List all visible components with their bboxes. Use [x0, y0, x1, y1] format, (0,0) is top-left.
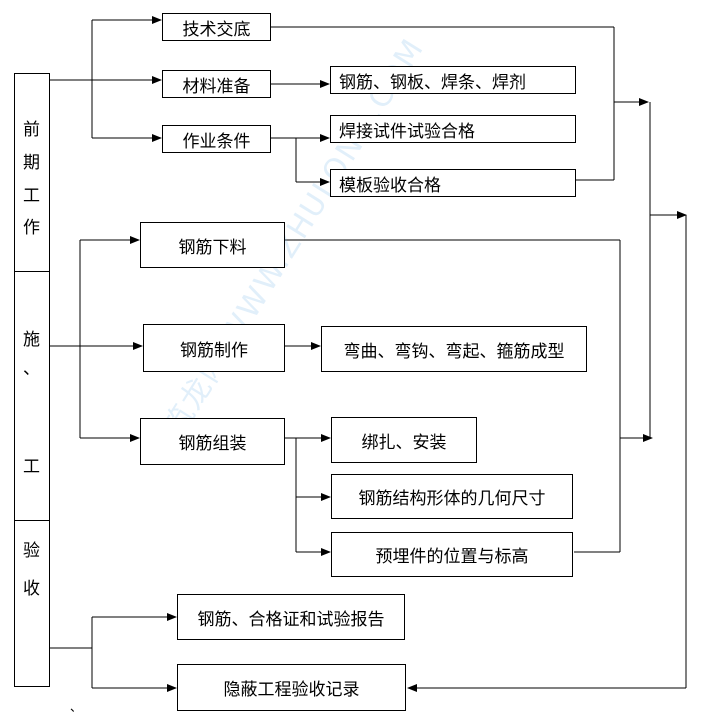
stage-acceptance	[14, 520, 50, 687]
node-formwork-pass: 模板验收合格	[330, 169, 576, 197]
node-embed-position: 预埋件的位置与标高	[331, 532, 573, 577]
stage-construction-char-2: 、	[23, 359, 40, 379]
stage-construction-char-3: 工	[23, 457, 40, 477]
node-weld-test-pass: 焊接试件试验合格	[330, 115, 576, 143]
node-material-prep: 材料准备	[162, 70, 271, 98]
node-tech-brief: 技术交底	[162, 13, 271, 41]
node-bind-install: 绑扎、安装	[331, 417, 477, 463]
node-rebar-steel-weld-flux: 钢筋、钢板、焊条、焊剂	[330, 66, 576, 94]
stage-pre-char-2: 期	[23, 153, 40, 173]
node-certificates: 钢筋、合格证和试验报告	[177, 594, 405, 640]
stage-acceptance-char-1: 验	[23, 541, 40, 561]
stage-construction	[14, 271, 50, 521]
stage-pre-char-1: 前	[23, 120, 40, 140]
node-rebar-assembly: 钢筋组装	[140, 418, 285, 465]
stage-acceptance-char-2: 收	[23, 579, 40, 599]
stage-pre-char-3: 工	[23, 186, 40, 206]
node-bend-shapes: 弯曲、弯钩、弯起、箍筋成型	[321, 326, 587, 372]
node-rebar-making: 钢筋制作	[143, 324, 285, 372]
node-geometry-size: 钢筋结构形体的几何尺寸	[331, 474, 573, 519]
node-work-conditions: 作业条件	[162, 125, 271, 153]
stage-pre-char-4: 作	[23, 218, 40, 238]
node-rebar-cutting: 钢筋下料	[140, 222, 285, 268]
node-concealed-record: 隐蔽工程验收记录	[177, 664, 406, 711]
footnote-mark: 、	[70, 700, 83, 714]
stage-construction-char-1: 施	[23, 330, 40, 350]
